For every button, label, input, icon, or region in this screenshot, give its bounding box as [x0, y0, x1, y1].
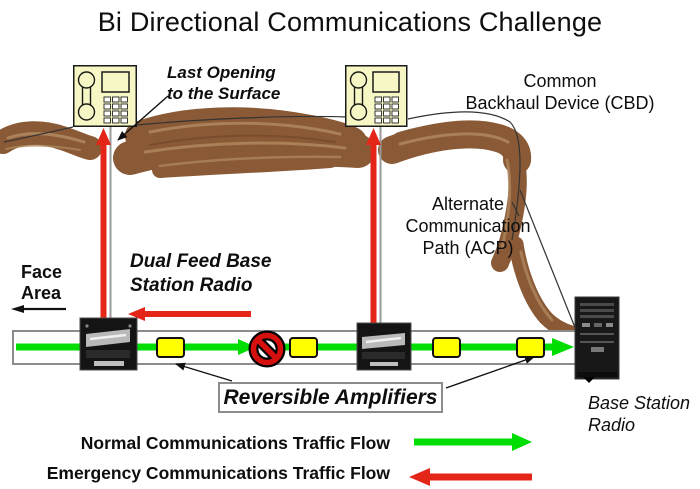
acp-line2: Communication — [405, 216, 531, 236]
legend-normal-arrow — [512, 433, 532, 451]
acp-line1: Alternate — [431, 194, 505, 214]
page-title: Bi Directional Communications Challenge — [97, 7, 603, 37]
amplifier-icon — [432, 337, 461, 358]
face-area-line1: Face — [21, 262, 63, 282]
amplifier-leader-right — [445, 356, 535, 389]
reversible-amplifiers-label: Reversible Amplifiers — [223, 386, 438, 409]
legend-normal-label: Normal Communications Traffic Flow — [80, 433, 390, 453]
no-entry-icon — [248, 330, 286, 368]
reversible-amplifiers-callout: Reversible Amplifiers — [218, 382, 443, 413]
dual-feed-radio-icon — [79, 317, 138, 371]
base-station-radio-line2: Radio — [588, 415, 636, 435]
earth-strata — [0, 107, 584, 342]
dual-feed-line1: Dual Feed Base — [130, 251, 272, 272]
dual-feed-radio-icon — [356, 322, 412, 371]
cbd-line1: Common — [523, 71, 597, 91]
leader-arrows — [11, 95, 535, 389]
base-station-radio-line1: Base Station — [588, 393, 691, 413]
dual-feed-label: Dual Feed Base Station Radio — [130, 250, 272, 298]
amplifier-icon — [289, 337, 318, 358]
telephone-icon — [73, 65, 137, 127]
amplifiers — [156, 337, 545, 358]
face-area-label: Face Area — [21, 262, 62, 304]
amplifier-icon — [156, 337, 185, 358]
legend-emergency-arrow — [409, 468, 430, 486]
acp-line3: Path (ACP) — [422, 238, 514, 258]
last-opening-line1: Last Opening — [167, 63, 276, 82]
acp-cable-line — [519, 189, 577, 331]
acp-leader-tick — [511, 201, 520, 217]
last-opening-label: Last Opening to the Surface — [167, 62, 280, 104]
last-opening-leader — [117, 95, 169, 141]
base-station-radio-label: Base Station Radio — [588, 392, 690, 436]
cbd-line2: Backhaul Device (CBD) — [465, 93, 655, 113]
amplifier-icon — [516, 337, 545, 358]
last-opening-line2: to the Surface — [167, 84, 281, 103]
emergency-flow-arrows — [96, 127, 382, 332]
face-area-line2: Area — [21, 283, 62, 303]
amplifier-leader-left — [175, 362, 233, 382]
legend-emergency-label: Emergency Communications Traffic Flow — [46, 463, 390, 483]
base-station-radio-icon — [574, 296, 620, 383]
telephone-icon — [345, 65, 408, 127]
dual-feed-line2: Station Radio — [130, 275, 253, 296]
acp-label: Alternate Communication Path (ACP) — [393, 193, 543, 259]
cbd-label: Common Backhaul Device (CBD) — [425, 70, 695, 114]
legend-arrows — [409, 433, 532, 486]
surface-lines — [3, 111, 577, 331]
